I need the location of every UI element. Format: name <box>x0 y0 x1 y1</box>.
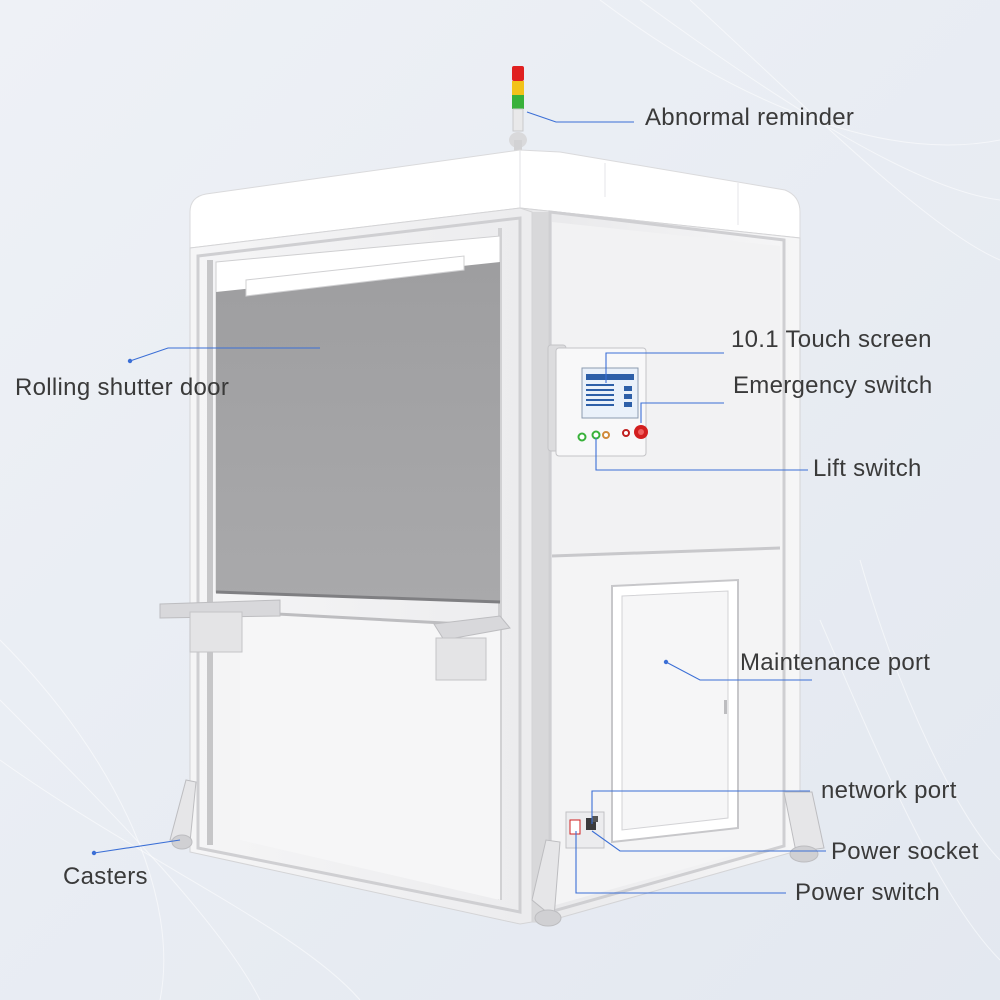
label-network-port: network port <box>821 777 957 804</box>
cabinet-roof <box>189 149 801 249</box>
control-panel <box>547 344 648 457</box>
callout-line-power-socket <box>591 830 826 852</box>
label-touch-screen: 10.1 Touch screen <box>731 326 932 353</box>
callout-line-rolling-shutter <box>129 347 320 362</box>
casters <box>169 779 825 927</box>
label-abnormal-reminder: Abnormal reminder <box>645 104 855 131</box>
label-power-socket: Power socket <box>831 838 979 865</box>
port-panel <box>565 811 605 849</box>
callout-line-power-switch <box>575 831 786 894</box>
callout-line-lift-switch <box>595 438 808 471</box>
label-lift-switch: Lift switch <box>813 455 922 482</box>
callout-line-casters <box>93 839 181 854</box>
maintenance-door <box>611 578 739 844</box>
callout-line-emergency-switch <box>640 402 724 423</box>
callout-lines <box>93 111 826 894</box>
left-bracket <box>159 599 281 653</box>
callout-line-abnormal-reminder <box>526 111 634 123</box>
callout-line-touch-screen <box>605 352 724 383</box>
right-bracket <box>433 615 511 681</box>
label-rolling-shutter-door: Rolling shutter door <box>15 374 230 401</box>
callout-line-network-port <box>591 790 810 824</box>
label-maintenance-port: Maintenance port <box>740 649 931 676</box>
rolling-shutter <box>215 235 501 604</box>
label-emergency-switch: Emergency switch <box>733 372 933 399</box>
label-casters: Casters <box>63 863 148 890</box>
signal-tower-light <box>509 66 527 152</box>
callout-line-maintenance-port <box>665 661 812 681</box>
label-power-switch: Power switch <box>795 879 940 906</box>
callout-dots <box>91 358 669 856</box>
